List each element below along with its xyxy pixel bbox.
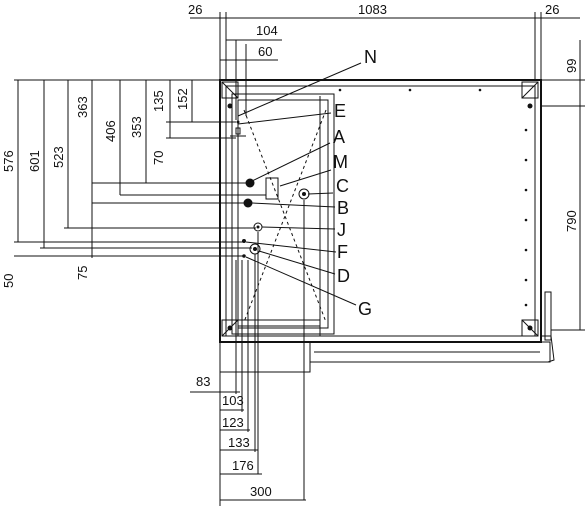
dim-right-99: 99 bbox=[564, 59, 579, 73]
corner-brackets bbox=[221, 81, 539, 337]
callout-G: G bbox=[358, 299, 372, 319]
dim-left-406: 406 bbox=[103, 120, 118, 142]
dim-bottom-103: 103 bbox=[222, 393, 244, 408]
dim-left-75: 75 bbox=[75, 266, 90, 280]
dim-left-363: 363 bbox=[75, 96, 90, 118]
dim-left-601: 601 bbox=[27, 150, 42, 172]
callout-B: B bbox=[337, 198, 349, 218]
component-M bbox=[265, 177, 279, 200]
dim-right-790: 790 bbox=[564, 210, 579, 232]
dim-left-135: 135 bbox=[151, 90, 166, 112]
cabinet-body bbox=[219, 79, 555, 373]
callout-A: A bbox=[333, 127, 345, 147]
dim-bottom-123: 123 bbox=[222, 415, 244, 430]
top-dimensions: 26 1083 26 104 60 bbox=[188, 2, 580, 120]
callout-C: C bbox=[336, 176, 349, 196]
callout-M: M bbox=[333, 152, 348, 172]
component-N bbox=[235, 127, 241, 135]
dim-left-523: 523 bbox=[51, 146, 66, 168]
callout-E: E bbox=[334, 101, 346, 121]
component-B bbox=[243, 198, 253, 208]
callout-N: N bbox=[364, 47, 377, 67]
dim-top-26-right: 26 bbox=[545, 2, 559, 17]
callout-J: J bbox=[337, 220, 346, 240]
bottom-dimensions: 83 103 123 133 176 300 bbox=[190, 200, 306, 506]
callout-labels: N E A M C B J F D G bbox=[333, 47, 377, 319]
dim-top-60: 60 bbox=[258, 44, 272, 59]
dim-bottom-133: 133 bbox=[228, 435, 250, 450]
dim-left-576: 576 bbox=[1, 150, 16, 172]
dim-bottom-83: 83 bbox=[196, 374, 210, 389]
right-dimensions: 99 790 bbox=[541, 40, 585, 331]
callout-D: D bbox=[337, 266, 350, 286]
dim-left-50: 50 bbox=[1, 274, 16, 288]
left-dimensions: 576 601 523 363 406 353 135 152 70 50 75 bbox=[1, 79, 266, 288]
dim-top-104: 104 bbox=[256, 23, 278, 38]
dim-left-70: 70 bbox=[151, 151, 166, 165]
callout-F: F bbox=[337, 242, 348, 262]
dim-top-1083: 1083 bbox=[358, 2, 387, 17]
dim-top-26-left: 26 bbox=[188, 2, 202, 17]
dim-left-353: 353 bbox=[129, 116, 144, 138]
dim-left-152: 152 bbox=[175, 88, 190, 110]
component-A bbox=[245, 178, 255, 188]
callout-leaders bbox=[237, 62, 362, 306]
components bbox=[230, 120, 310, 258]
dim-bottom-176: 176 bbox=[232, 458, 254, 473]
dim-bottom-300: 300 bbox=[250, 484, 272, 499]
component-E bbox=[236, 120, 240, 124]
